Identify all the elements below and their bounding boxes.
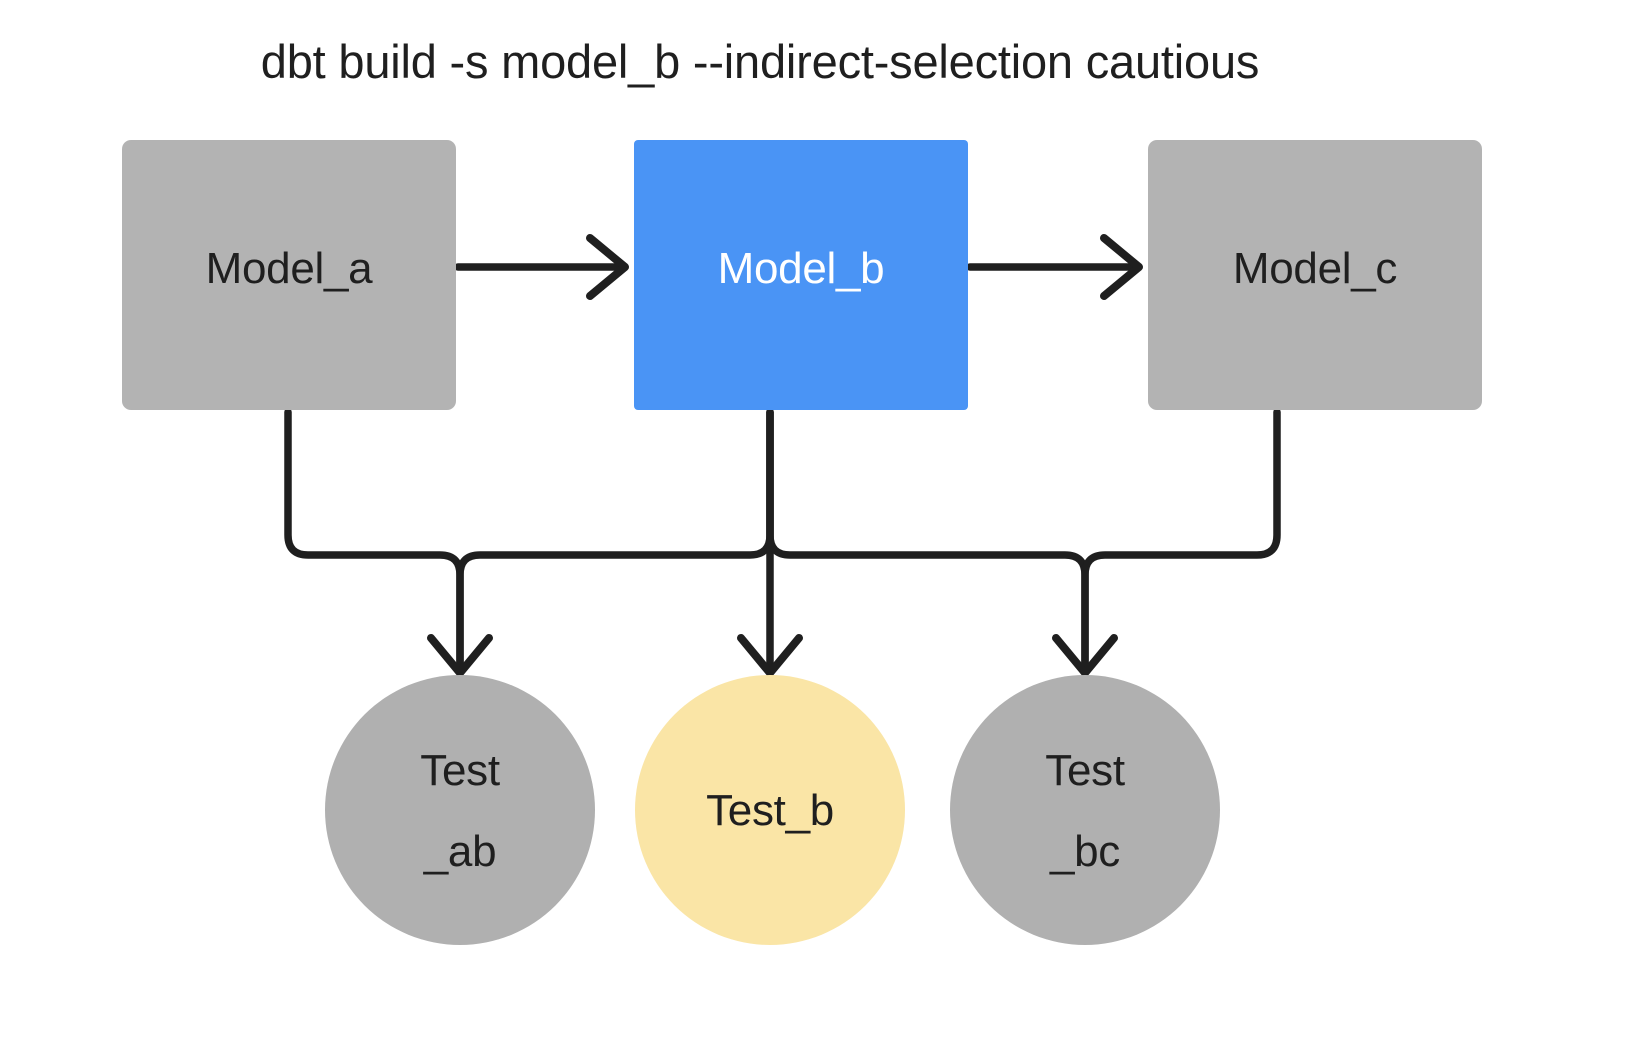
- node-model-a-shape[interactable]: [122, 140, 456, 410]
- edge-line: [456, 408, 774, 672]
- node-test-ab-label-line-2: _ab: [423, 827, 497, 876]
- node-test-bc[interactable]: Test _bc: [950, 675, 1220, 945]
- arrowhead-icon: [427, 634, 493, 677]
- node-test-bc-label-line-1: Test: [1045, 746, 1125, 795]
- edge-model-b-to-model-c: [966, 234, 1143, 300]
- edge-model-a-to-test-ab: [284, 408, 464, 672]
- node-model-c[interactable]: Model_c: [1148, 140, 1482, 410]
- arrowhead-icon: [586, 234, 629, 300]
- node-test-ab[interactable]: Test _ab: [325, 675, 595, 945]
- node-test-b-shape[interactable]: [635, 675, 905, 945]
- page-title: dbt build -s model_b --indirect-selectio…: [261, 35, 1259, 88]
- node-model-b-shape[interactable]: [634, 140, 968, 410]
- edge-model-c-to-test-bc: [1052, 408, 1281, 677]
- node-test-ab-shape[interactable]: [325, 675, 595, 945]
- edge-model-b-to-test-bc: [766, 408, 1089, 672]
- edge-layer: [284, 234, 1281, 677]
- arrowhead-icon: [1100, 234, 1143, 300]
- test-node-layer: Test _ab Test_b Test _bc: [325, 675, 1220, 945]
- arrowhead-icon: [737, 634, 803, 677]
- edge-line: [766, 408, 1089, 672]
- model-node-layer: Model_a Model_b Model_c: [122, 140, 1482, 410]
- edge-model-b-to-test-ab: [427, 408, 774, 677]
- edge-line: [284, 408, 464, 672]
- node-test-bc-shape[interactable]: [950, 675, 1220, 945]
- node-test-bc-label-line-2: _bc: [1049, 827, 1120, 876]
- node-model-a-label: Model_a: [206, 244, 374, 293]
- edge-line: [1081, 408, 1281, 672]
- node-test-b[interactable]: Test_b: [635, 675, 905, 945]
- node-test-b-label-line-1: Test_b: [706, 786, 834, 835]
- edge-model-a-to-model-b: [454, 234, 629, 300]
- node-model-b-label: Model_b: [718, 244, 885, 293]
- node-model-a[interactable]: Model_a: [122, 140, 456, 410]
- node-model-c-shape[interactable]: [1148, 140, 1482, 410]
- arrowhead-icon: [1052, 634, 1118, 677]
- node-model-c-label: Model_c: [1233, 244, 1397, 293]
- node-model-b[interactable]: Model_b: [634, 140, 968, 410]
- node-test-ab-label-line-1: Test: [420, 746, 500, 795]
